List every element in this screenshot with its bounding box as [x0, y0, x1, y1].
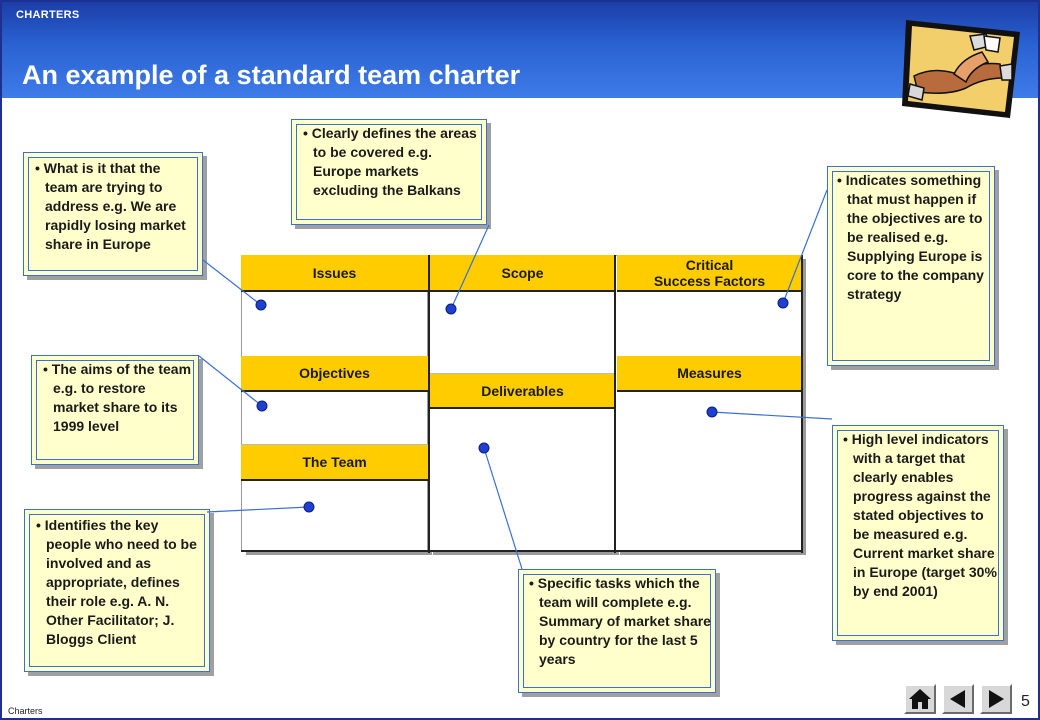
page-number: 5 — [1021, 693, 1030, 710]
callout-team-text: • Identifies the key people who need to … — [36, 517, 197, 647]
forward-button[interactable] — [980, 684, 1012, 714]
measures-header: Measures — [617, 356, 802, 392]
grid-right-edge — [801, 255, 803, 553]
callout-scope-text: • Clearly defines the areas to be covere… — [303, 125, 477, 198]
scope-header-label: Scope — [501, 264, 544, 281]
back-button[interactable] — [942, 684, 974, 714]
team-header: The Team — [241, 444, 428, 481]
csf-column — [615, 255, 802, 551]
issues-column — [241, 255, 428, 551]
issues-header-label: Issues — [312, 264, 357, 281]
issues-header: Issues — [241, 255, 428, 292]
callout-deliverables-text: • Specific tasks which the team will com… — [529, 575, 711, 667]
teamwork-hands-icon — [902, 20, 1020, 118]
callout-objectives: • The aims of the team e.g. to restore m… — [31, 355, 199, 465]
objectives-header: Objectives — [241, 356, 428, 392]
csf-header: Critical Success Factors — [617, 255, 802, 292]
team-header-label: The Team — [302, 454, 367, 470]
section-label: CHARTERS — [16, 9, 80, 21]
objectives-header-label: Objectives — [299, 365, 370, 381]
callout-scope: • Clearly defines the areas to be covere… — [291, 119, 487, 225]
deliverables-header-label: Deliverables — [481, 382, 564, 399]
callout-csf-text: • Indicates something that must happen i… — [837, 172, 984, 302]
home-icon — [909, 689, 931, 709]
callout-issues: • What is it that the team are trying to… — [23, 152, 203, 276]
footer-label: Charters — [8, 706, 43, 716]
slide-title: An example of a standard team charter — [22, 60, 521, 90]
callout-measures-text: • High level indicators with a target th… — [843, 431, 997, 599]
callout-issues-text: • What is it that the team are trying to… — [35, 160, 186, 252]
callout-measures: • High level indicators with a target th… — [832, 425, 1004, 641]
callout-objectives-text: • The aims of the team e.g. to restore m… — [43, 361, 192, 434]
callout-csf: • Indicates something that must happen i… — [827, 166, 995, 366]
measures-header-label: Measures — [677, 365, 742, 381]
scope-header: Scope — [430, 255, 615, 292]
csf-header-label: Critical Success Factors — [653, 256, 766, 289]
grid-bottom-edge — [241, 550, 803, 552]
triangle-left-icon — [950, 690, 965, 708]
divider-scope-csf — [614, 255, 616, 553]
header-band: CHARTERS An example of a standard team c… — [2, 2, 1038, 98]
callout-deliverables: • Specific tasks which the team will com… — [518, 569, 716, 693]
home-button[interactable] — [904, 684, 936, 714]
triangle-right-icon — [989, 690, 1004, 708]
callout-team: • Identifies the key people who need to … — [24, 509, 210, 672]
divider-issues-scope — [428, 255, 430, 553]
deliverables-header: Deliverables — [430, 373, 615, 409]
